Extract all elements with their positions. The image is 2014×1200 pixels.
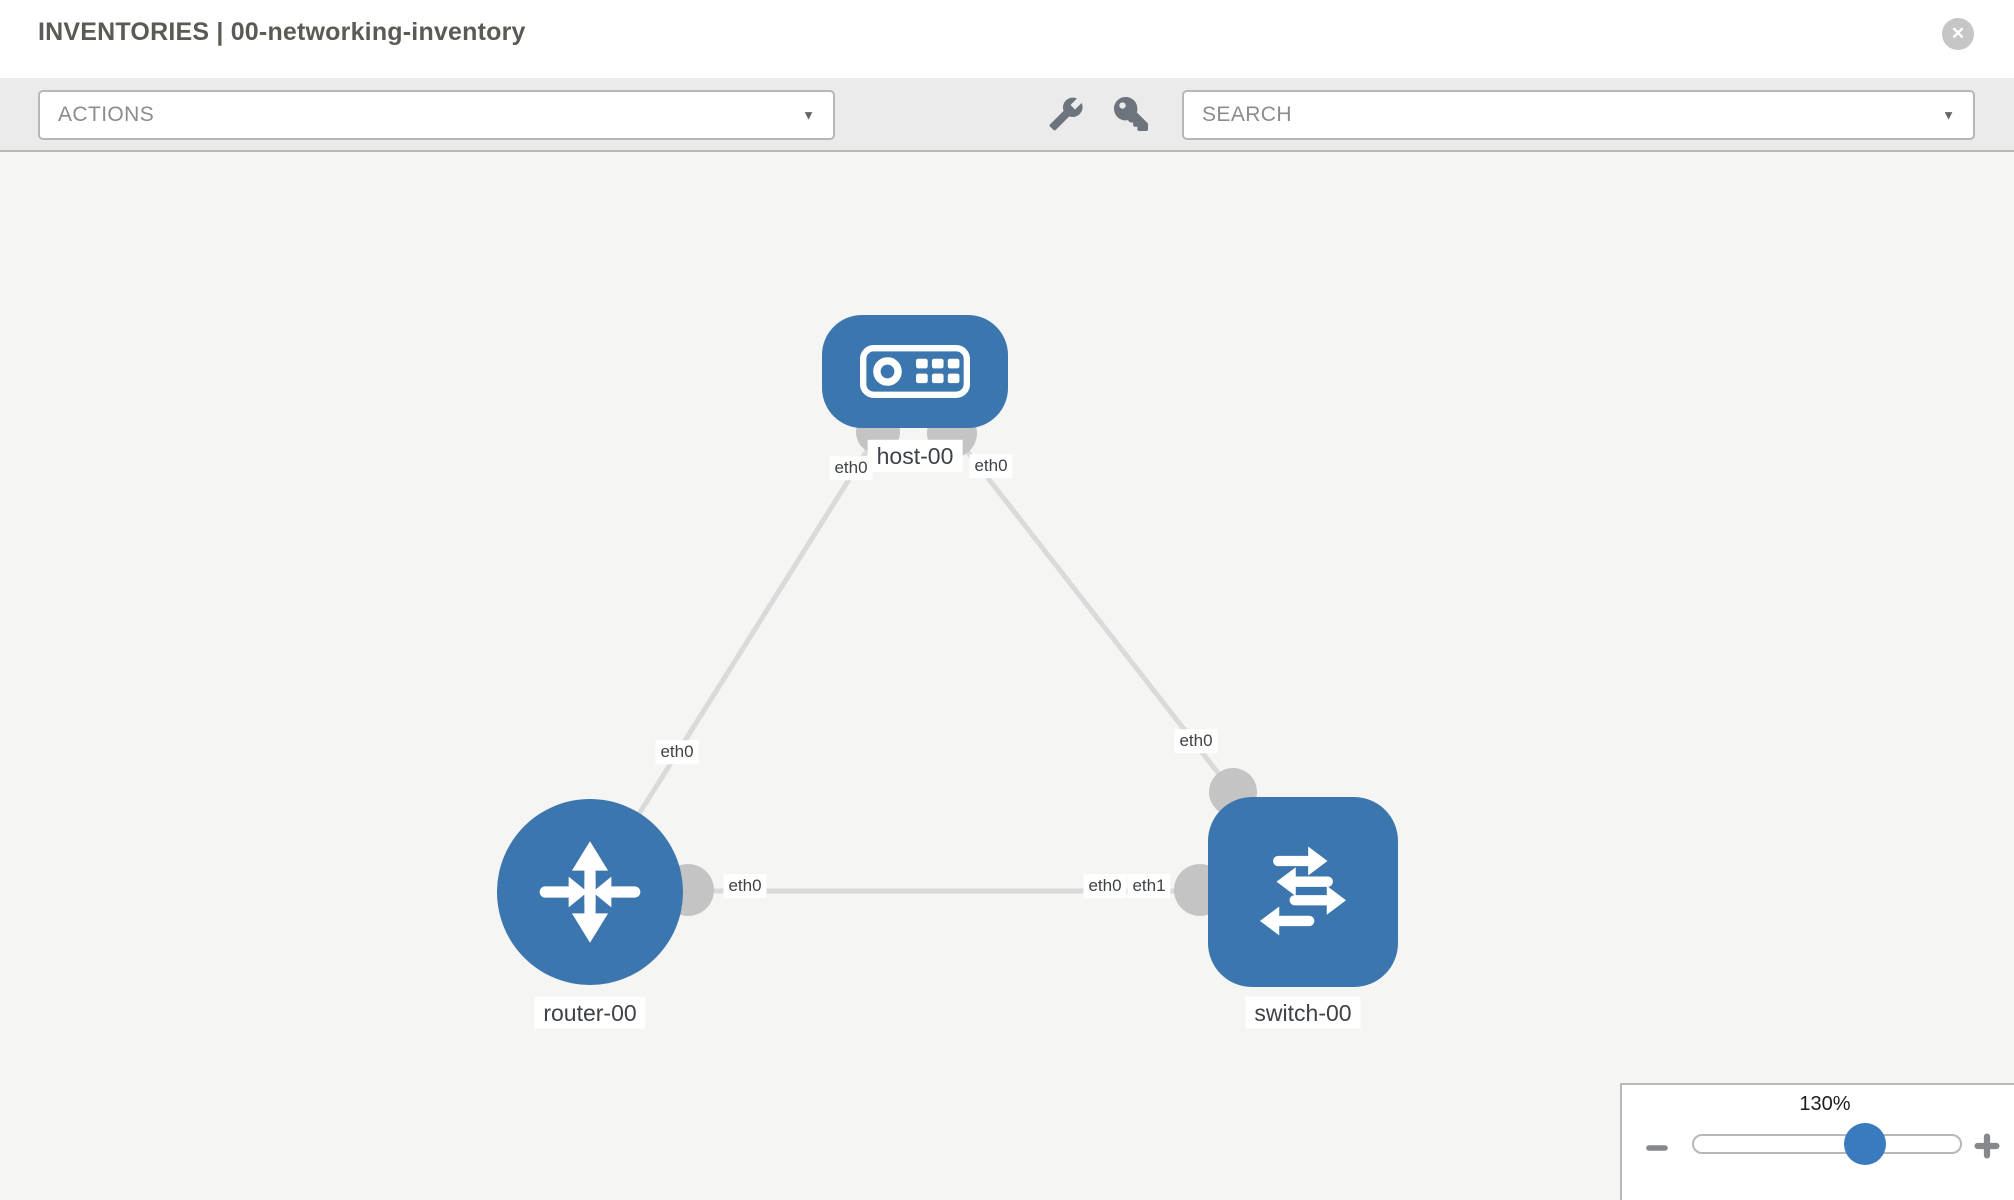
router-icon (539, 841, 641, 943)
search-dropdown[interactable]: SEARCH ▼ (1182, 90, 1975, 140)
interface-label-switch-eth0-hidden: eth0 (1083, 874, 1127, 898)
topology-canvas[interactable]: host-00 router-00 switch-00 eth0 eth0 et… (0, 152, 2014, 1200)
wrench-icon (1049, 97, 1083, 131)
host-icon (860, 345, 970, 398)
interface-label-switch-eth0-uplink: eth0 (1174, 729, 1218, 753)
page-title: INVENTORIES | 00-networking-inventory (38, 18, 526, 46)
close-icon: ✕ (1950, 24, 1966, 43)
zoom-out-button[interactable] (1644, 1135, 1670, 1161)
node-host-00[interactable] (822, 315, 1008, 428)
interface-label-host-eth0-right: eth0 (969, 454, 1013, 478)
node-label-switch-00: switch-00 (1245, 996, 1361, 1030)
node-router-00[interactable] (497, 799, 683, 985)
key-button[interactable] (1114, 97, 1148, 131)
interface-label-switch-eth1: eth1 (1127, 874, 1171, 898)
zoom-panel: 130% (1620, 1083, 2014, 1200)
panel-header: INVENTORIES | 00-networking-inventory ✕ (0, 0, 2014, 78)
interface-label-router-eth0-uplink: eth0 (655, 740, 699, 764)
node-label-host-00: host-00 (867, 439, 963, 473)
wrench-button[interactable] (1048, 96, 1084, 132)
zoom-in-button[interactable] (1972, 1131, 2002, 1161)
actions-dropdown[interactable]: ACTIONS ▼ (38, 90, 835, 140)
interface-label-host-eth0-left: eth0 (829, 456, 873, 480)
edges-layer (587, 408, 1303, 916)
zoom-slider-thumb[interactable] (1844, 1123, 1886, 1165)
interface-label-router-eth0: eth0 (723, 874, 767, 898)
minus-icon (1646, 1145, 1668, 1151)
actions-dropdown-label: ACTIONS (58, 103, 155, 126)
node-switch-00[interactable] (1208, 797, 1398, 987)
switch-icon (1259, 846, 1347, 936)
node-label-router-00: router-00 (534, 996, 646, 1030)
search-dropdown-label: SEARCH (1202, 103, 1292, 126)
zoom-level-value: 130% (1799, 1093, 1851, 1115)
plus-icon (1974, 1133, 2000, 1159)
chevron-down-icon: ▼ (802, 107, 815, 123)
key-icon (1114, 97, 1148, 131)
close-button[interactable]: ✕ (1942, 18, 1974, 50)
toolbar: ACTIONS ▼ SEARCH ▼ (0, 78, 2014, 152)
chevron-down-icon: ▼ (1942, 107, 1955, 123)
zoom-slider-track[interactable] (1692, 1134, 1962, 1154)
